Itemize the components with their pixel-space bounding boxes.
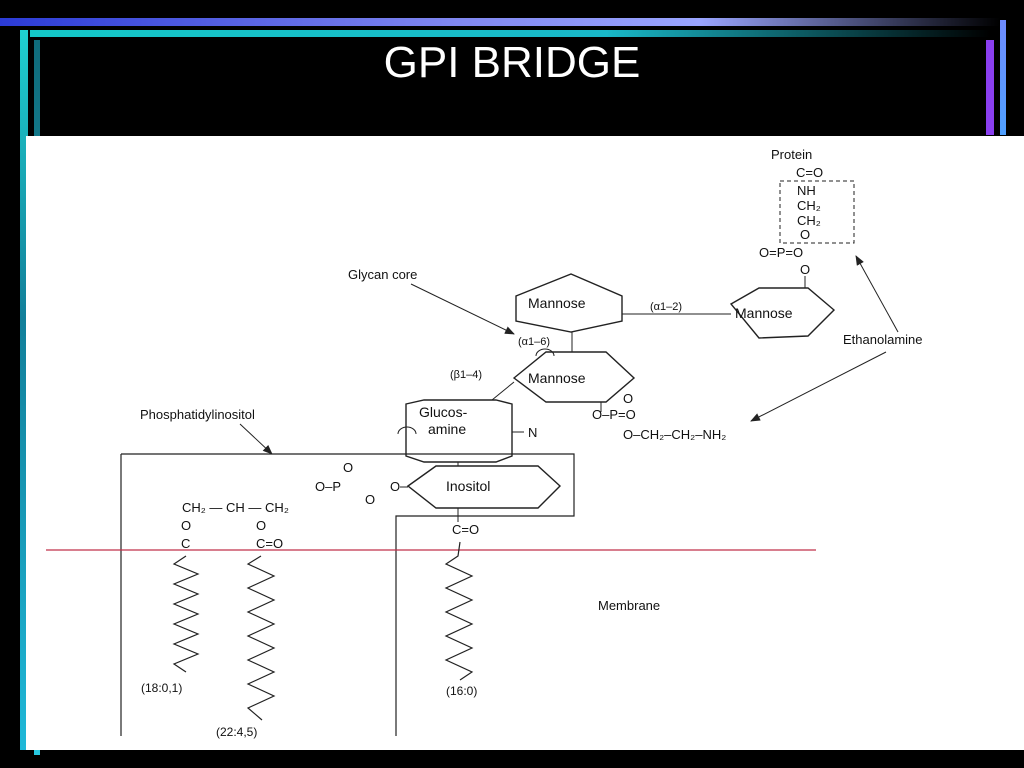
mannose-mid-label: Mannose xyxy=(528,370,586,386)
fatty-acid-chain-1 xyxy=(172,555,200,673)
glycerol-o1-label: O xyxy=(181,518,191,533)
inositol-ring xyxy=(406,465,562,509)
glycerol-c-label: C xyxy=(181,536,190,551)
mannose-mid-ring xyxy=(512,351,636,403)
chain-3-label: (16:0) xyxy=(446,684,477,698)
glucosamine-label-1: Glucos- xyxy=(419,404,468,420)
mannose-mid-ring-o xyxy=(535,348,555,357)
slide-title: GPI BRIDGE xyxy=(383,38,641,87)
ch2-label-b: CH₂ xyxy=(797,213,821,228)
glucosamine-ring-o xyxy=(397,426,417,435)
left-accent-bar xyxy=(20,30,28,750)
glycerol-o2-label: O xyxy=(256,518,266,533)
membrane-label: Membrane xyxy=(598,598,660,613)
phosphatidylinositol-arrow xyxy=(239,423,273,455)
gpi-anchor-figure: Protein C=O NH CH₂ CH₂ O O=P=O O Mannose… xyxy=(26,136,1024,750)
phosphatidylinositol-label: Phosphatidylinositol xyxy=(140,407,255,422)
top-accent-bar-secondary xyxy=(30,30,990,37)
glucosamine-ring xyxy=(405,399,513,463)
chain-1-label: (18:0,1) xyxy=(141,681,182,695)
membrane-boundary xyxy=(120,453,575,736)
mannose-top-ring xyxy=(515,273,623,333)
inositol-carbonyl-label: C=O xyxy=(452,522,479,537)
bond-b14-line xyxy=(491,381,515,401)
ethanolamine-label: Ethanolamine xyxy=(843,332,923,347)
fatty-acid-chain-2 xyxy=(246,555,276,721)
carbonyl-label: C=O xyxy=(796,165,823,180)
chain-2-label: (22:4,5) xyxy=(216,725,257,739)
inositol-label: Inositol xyxy=(446,478,490,494)
etn-chain-label: O–CH₂–CH₂–NH₂ xyxy=(623,427,726,442)
right-accent-bar-secondary xyxy=(1000,20,1006,135)
bond-a16-label: (α1–6) xyxy=(518,336,550,348)
glycerol-label: CH₂ — CH — CH₂ xyxy=(182,500,289,515)
phosphate-label: O=P=O xyxy=(759,245,803,260)
pi-o-right-label: O xyxy=(365,492,375,507)
pi-o-side-label: O xyxy=(390,479,400,494)
pi-o-top-label: O xyxy=(343,460,353,475)
ch2-label-a: CH₂ xyxy=(797,198,821,213)
o-link-label: O xyxy=(800,227,810,242)
bond-a12-label: (α1–2) xyxy=(650,301,682,313)
gpi-structure-diagram: Protein C=O NH CH₂ CH₂ O O=P=O O Mannose… xyxy=(46,147,923,739)
etn-phosphate-label: O–P=O xyxy=(592,407,636,422)
glycerol-carbonyl-label: C=O xyxy=(256,536,283,551)
mannose-top-label: Mannose xyxy=(528,295,586,311)
glycan-core-arrow xyxy=(410,283,515,335)
bond-b14-label: (β1–4) xyxy=(450,369,482,381)
n-label: N xyxy=(528,425,537,440)
ethanolamine-box xyxy=(779,180,855,244)
top-accent-bar xyxy=(0,18,1000,26)
right-accent-bar xyxy=(986,40,994,135)
ethanolamine-arrow-1 xyxy=(855,255,899,333)
mannose-right-ring xyxy=(729,287,836,339)
ethanolamine-arrow-2 xyxy=(750,351,887,422)
mannose-right-label: Mannose xyxy=(735,305,793,321)
fatty-acid-chain-3 xyxy=(444,541,474,681)
protein-label: Protein xyxy=(771,147,812,162)
pi-phosphate-label: O–P xyxy=(315,479,341,494)
glucosamine-label-2: amine xyxy=(428,421,466,437)
glycan-core-label: Glycan core xyxy=(348,267,417,282)
etn-o-label: O xyxy=(623,391,633,406)
nh-label: NH xyxy=(797,183,816,198)
phosphate-o-label: O xyxy=(800,262,810,277)
